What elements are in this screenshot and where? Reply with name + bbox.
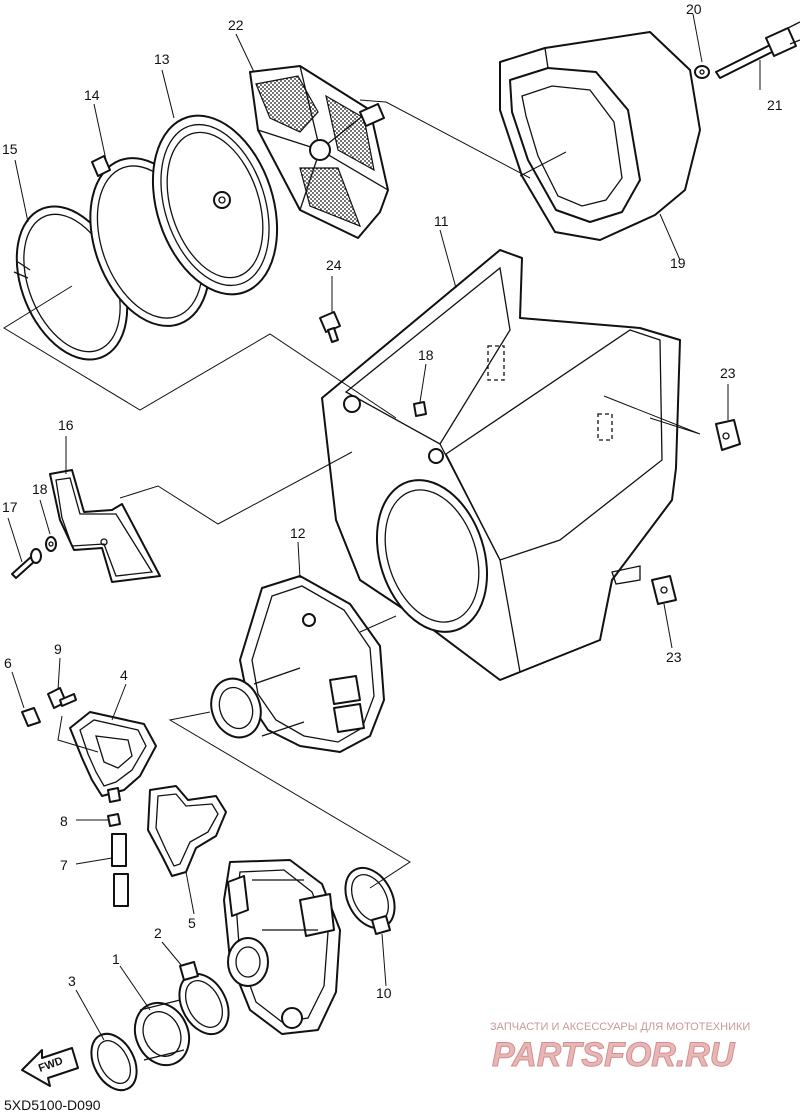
clip-23-lower	[651, 575, 677, 605]
callout-6: 6	[4, 655, 12, 671]
callout-10: 10	[376, 985, 392, 1001]
clamp-10	[344, 866, 396, 935]
callout-18-upper: 18	[418, 347, 434, 363]
callout-5: 5	[188, 915, 196, 931]
gasket-5	[147, 785, 227, 877]
clamp-3	[90, 1032, 138, 1092]
washer-18-lower	[45, 536, 57, 552]
callout-18-lower: 18	[32, 481, 48, 497]
callout-19: 19	[670, 255, 686, 271]
breather-cap-4	[69, 711, 157, 803]
callout-7: 7	[60, 857, 68, 873]
washer-20	[694, 65, 710, 79]
hose-7	[111, 833, 129, 907]
callout-14: 14	[84, 87, 100, 103]
rivet-17	[11, 548, 42, 579]
screw-9	[47, 687, 77, 709]
callout-20: 20	[686, 1, 702, 17]
watermark-logo: PARTSFOR.RU	[492, 1036, 736, 1074]
callout-24: 24	[326, 257, 342, 273]
callout-15: 15	[2, 141, 18, 157]
callout-23-lower: 23	[666, 649, 682, 665]
callouts: 20 21 22 13 14 15 19 11 24 18 23 16 18 1…	[2, 1, 783, 1001]
drawing-code: 5XD5100-D090	[4, 1097, 101, 1113]
plate-16	[49, 469, 161, 583]
callout-12: 12	[290, 525, 306, 541]
clamp-2	[178, 961, 230, 1036]
fwd-arrow-icon: FWD	[21, 1047, 79, 1087]
nut-18-upper	[413, 401, 427, 417]
callout-17: 17	[2, 499, 18, 515]
callout-21: 21	[767, 97, 783, 113]
clip-6	[21, 707, 41, 727]
filter-guide-22	[249, 65, 389, 239]
callout-2: 2	[154, 925, 162, 941]
air-filter-joint-12	[210, 575, 385, 753]
callout-4: 4	[120, 667, 128, 683]
callout-1: 1	[112, 951, 120, 967]
leader-lines	[3, 13, 761, 1041]
air-filter-case-11	[321, 249, 681, 681]
carburetor	[223, 859, 341, 1035]
carburetor-joint-1	[133, 999, 191, 1067]
watermark-tagline: ЗАПЧАСТИ И АКСЕССУАРЫ ДЛЯ МОТОТЕХНИКИ	[490, 1021, 750, 1033]
air-filter-element-19	[499, 31, 701, 241]
callout-3: 3	[68, 973, 76, 989]
callout-16: 16	[58, 417, 74, 433]
callout-13: 13	[154, 51, 170, 67]
screw-24	[319, 311, 341, 343]
filter-cap-13	[151, 114, 279, 296]
clip-23-upper	[715, 419, 741, 451]
callout-23-upper: 23	[720, 365, 736, 381]
bolt-21	[715, 21, 800, 79]
clip-8	[107, 813, 121, 827]
callout-8: 8	[60, 813, 68, 829]
callout-11: 11	[434, 213, 449, 229]
watermark: ЗАПЧАСТИ И АКСЕССУАРЫ ДЛЯ МОТОТЕХНИКИ PA…	[490, 1021, 750, 1075]
callout-9: 9	[54, 641, 62, 657]
callout-22: 22	[228, 17, 244, 33]
